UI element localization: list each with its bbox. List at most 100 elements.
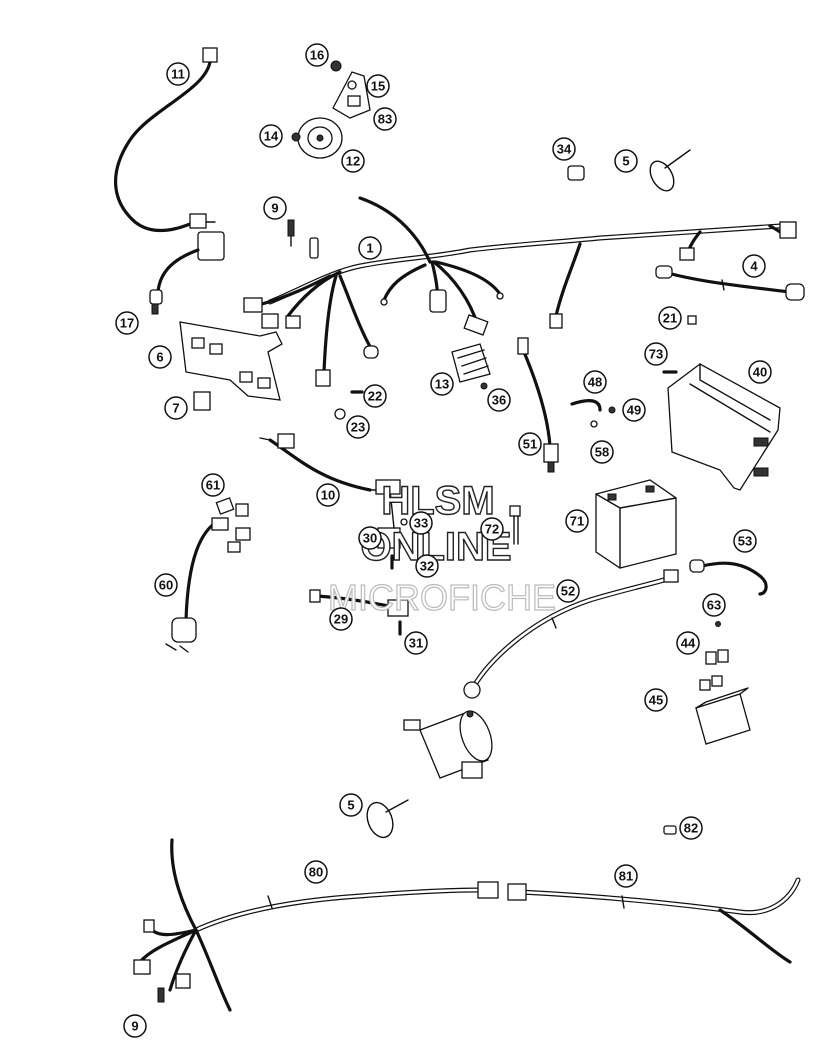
callout-9-top: 9	[263, 196, 287, 220]
svg-text:21: 21	[663, 311, 677, 326]
callout-7: 7	[164, 396, 188, 420]
svg-text:49: 49	[627, 403, 641, 418]
svg-text:33: 33	[414, 516, 428, 531]
callout-33: 33	[409, 511, 433, 535]
part-5-cable-tie-lower	[366, 799, 409, 839]
part-21-clip	[687, 315, 697, 325]
callout-22: 22	[363, 384, 387, 408]
part-83-nut	[347, 95, 361, 107]
callout-73: 73	[644, 342, 668, 366]
watermark: HLSM ONLINE MICROFICHE	[327, 478, 556, 618]
callout-71: 71	[565, 509, 589, 533]
svg-text:6: 6	[156, 350, 163, 365]
svg-text:14: 14	[264, 129, 279, 144]
callout-72: 72	[480, 517, 504, 541]
part-61-connectors	[215, 497, 249, 517]
part-29-lead	[309, 589, 390, 608]
callout-49: 49	[622, 398, 646, 422]
svg-text:82: 82	[684, 821, 698, 836]
svg-text:40: 40	[753, 365, 767, 380]
starter-motor	[403, 710, 493, 779]
part-80-harness	[133, 838, 499, 1012]
callout-58: 58	[590, 440, 614, 464]
callout-31: 31	[404, 631, 428, 655]
part-71-battery	[595, 479, 677, 569]
callout-13: 13	[430, 372, 454, 396]
svg-text:83: 83	[378, 112, 392, 127]
callout-15: 15	[366, 74, 390, 98]
callout-10: 10	[316, 483, 340, 507]
svg-text:73: 73	[649, 347, 663, 362]
part-34-connector	[567, 165, 585, 181]
part-36-bolt	[480, 382, 488, 390]
part-11-wire-lead	[114, 47, 218, 233]
callout-12: 12	[341, 149, 365, 173]
part-14-bolt	[291, 132, 301, 142]
svg-text:32: 32	[420, 559, 434, 574]
part-81-harness	[507, 877, 801, 964]
svg-text:17: 17	[120, 316, 134, 331]
callout-23: 23	[346, 415, 370, 439]
svg-text:36: 36	[492, 393, 506, 408]
svg-text:60: 60	[159, 578, 173, 593]
part-15-horn-bracket	[332, 71, 371, 119]
callout-51: 51	[518, 432, 542, 456]
part-7-relay	[193, 391, 211, 411]
callout-1: 1	[358, 236, 382, 260]
svg-text:80: 80	[309, 865, 323, 880]
part-82-clip	[663, 825, 677, 835]
svg-text:1: 1	[366, 241, 373, 256]
part-72-fuse-holder	[509, 505, 521, 545]
part-13-regulator	[451, 343, 491, 383]
svg-text:15: 15	[371, 79, 385, 94]
part-17-sensor	[149, 248, 200, 315]
svg-text:23: 23	[351, 420, 365, 435]
callout-29: 29	[329, 607, 353, 631]
part-30-switch	[371, 479, 401, 549]
svg-text:5: 5	[347, 798, 354, 813]
svg-text:61: 61	[206, 478, 220, 493]
part-58-terminal	[590, 420, 598, 428]
part-52-battery-cable	[463, 569, 679, 699]
callout-82: 82	[679, 816, 703, 840]
svg-text:9: 9	[131, 1019, 138, 1034]
part-16-bolt	[330, 60, 342, 72]
svg-text:31: 31	[409, 636, 423, 651]
callout-44: 44	[676, 631, 700, 655]
part-45-starter-relay	[695, 675, 751, 745]
svg-text:13: 13	[435, 377, 449, 392]
svg-text:48: 48	[588, 375, 602, 390]
callout-11: 11	[166, 62, 190, 86]
svg-text:11: 11	[171, 67, 185, 82]
callout-32: 32	[415, 554, 439, 578]
svg-text:16: 16	[310, 48, 324, 63]
callout-52: 52	[556, 579, 580, 603]
part-51-switch	[517, 337, 559, 473]
svg-text:29: 29	[334, 612, 348, 627]
part-53-cable	[689, 559, 768, 596]
svg-text:7: 7	[172, 401, 179, 416]
callout-48: 48	[583, 370, 607, 394]
part-31-screw	[387, 599, 409, 636]
callout-60: 60	[154, 573, 178, 597]
part-1-main-harness	[197, 196, 797, 387]
part-63-nut	[715, 621, 721, 627]
svg-text:10: 10	[321, 488, 335, 503]
svg-text:34: 34	[557, 142, 572, 157]
svg-text:5: 5	[622, 154, 629, 169]
part-60-ignition-coil-lead	[165, 517, 251, 653]
callout-5-lower: 5	[339, 793, 363, 817]
part-49-screw	[608, 406, 616, 414]
callout-63: 63	[702, 593, 726, 617]
svg-text:63: 63	[707, 598, 721, 613]
part-4-lead	[655, 265, 805, 301]
part-6-mounting-plate	[179, 321, 283, 401]
part-9-bulb	[287, 219, 295, 247]
callout-16: 16	[305, 43, 329, 67]
svg-text:71: 71	[570, 514, 584, 529]
svg-text:44: 44	[681, 636, 696, 651]
part-33-washer	[400, 518, 408, 526]
part-10-lead	[259, 433, 372, 492]
part-23-grommet	[334, 408, 346, 420]
svg-text:4: 4	[750, 259, 758, 274]
